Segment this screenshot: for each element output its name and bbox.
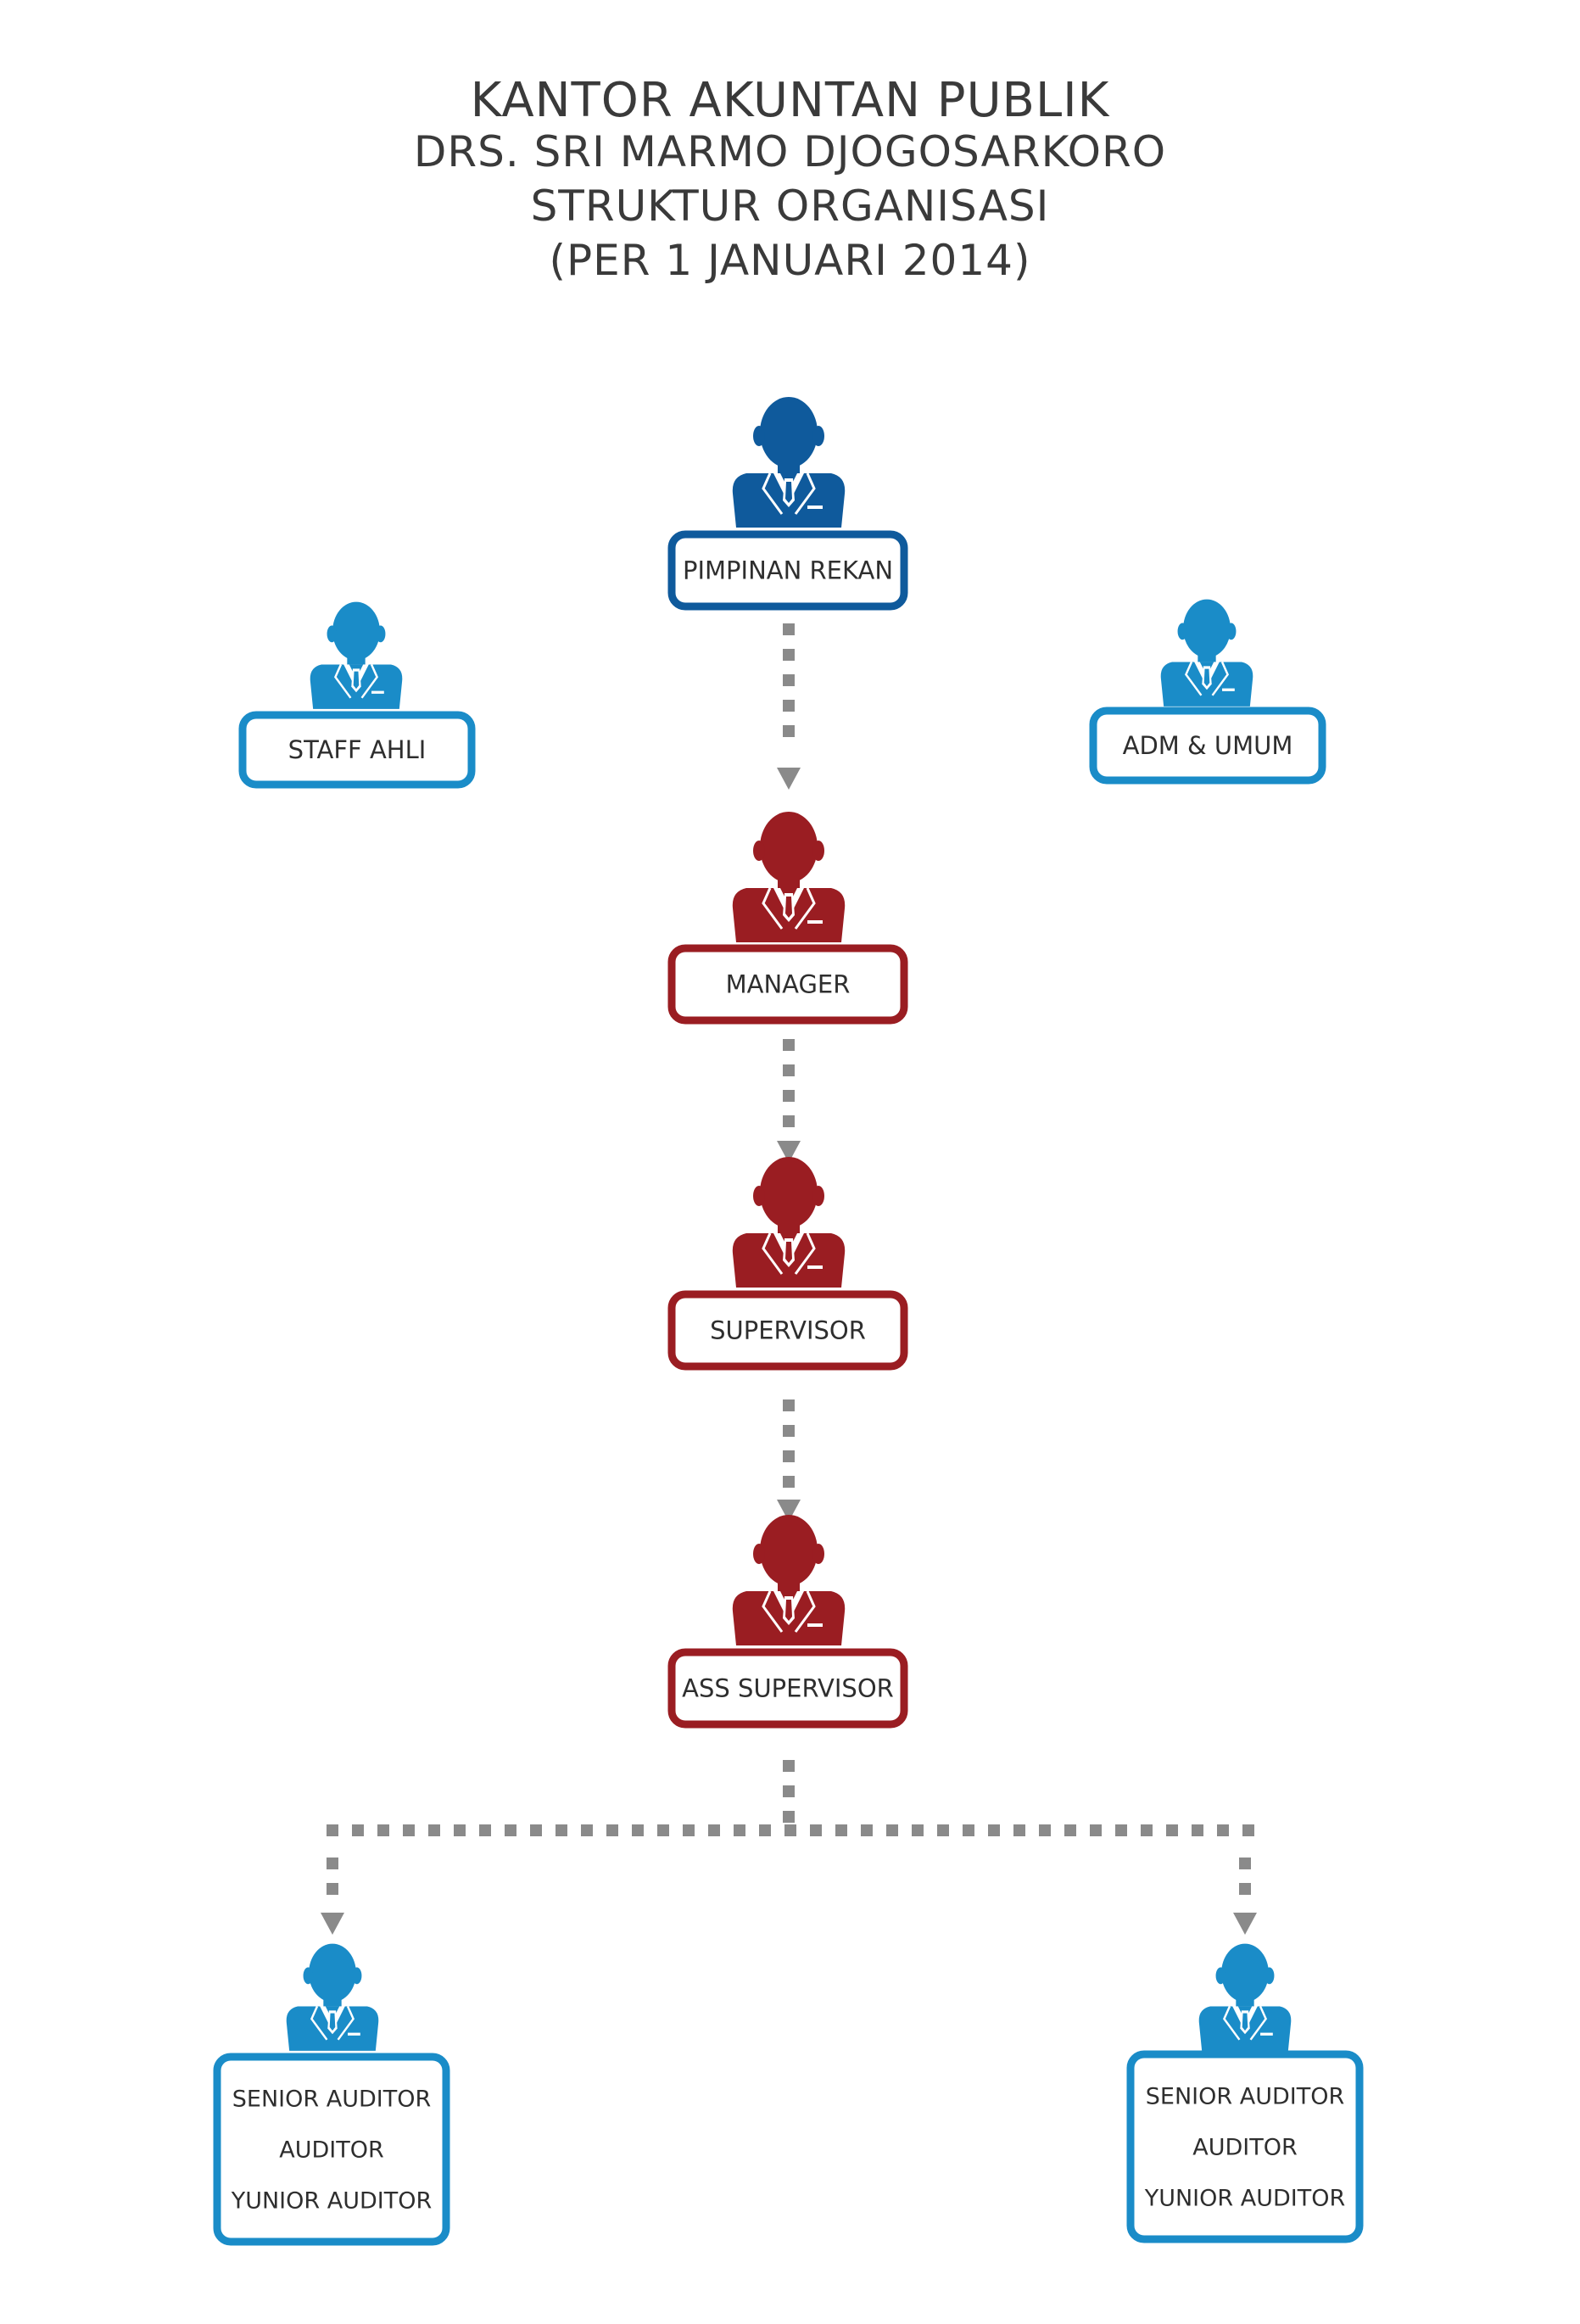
ass-supervisor-person-icon <box>732 1515 846 1645</box>
team-left-box: SENIOR AUDITOR AUDITOR YUNIOR AUDITOR <box>213 2053 450 2246</box>
pimpinan-rekan-person-icon <box>732 397 846 528</box>
arrow-to-team-right <box>1233 1913 1257 1935</box>
team-right-box-border <box>1126 2050 1364 2243</box>
team-right-box: SENIOR AUDITOR AUDITOR YUNIOR AUDITOR <box>1126 2050 1364 2243</box>
ass-supervisor-box-label: ASS SUPERVISOR <box>682 1674 894 1703</box>
team-left-box-label-1: SENIOR AUDITOR <box>232 2086 431 2112</box>
team-right-person-icon <box>1198 1943 1292 2051</box>
staff-ahli-box-border <box>238 711 476 789</box>
arrow-to-ass-supervisor <box>777 1500 801 1522</box>
manager-box-label: MANAGER <box>726 970 851 999</box>
connector-bus-left <box>327 1858 338 1895</box>
chart-date: (PER 1 JANUARI 2014) <box>549 236 1031 285</box>
staff-ahli-box-label: STAFF AHLI <box>288 735 427 764</box>
connector-pimpinan-manager <box>783 623 795 737</box>
pimpinan-rekan-box-label: PIMPINAN REKAN <box>683 556 893 585</box>
team-right-box-label-2: AUDITOR <box>1192 2134 1298 2160</box>
team-left-box-border <box>213 2053 450 2246</box>
connector-manager-supervisor <box>783 1039 795 1127</box>
staff-ahli-person-icon <box>310 601 403 709</box>
supervisor-person-icon <box>732 1157 846 1288</box>
staff-ahli-box: STAFF AHLI <box>238 711 476 789</box>
connectors <box>321 623 1257 1935</box>
pimpinan-rekan-box: PIMPINAN REKAN <box>667 530 908 611</box>
arrow-to-team-left <box>321 1913 344 1935</box>
adm-umum-box-border <box>1089 707 1326 785</box>
team-right-box-label-1: SENIOR AUDITOR <box>1146 2083 1344 2109</box>
manager-box: MANAGER <box>667 944 908 1025</box>
manager-box-border <box>667 944 908 1025</box>
connector-supervisor-asssupervisor <box>783 1399 795 1488</box>
connector-asssupervisor-bus <box>783 1760 795 1823</box>
team-left-box-label-2: AUDITOR <box>279 2137 384 2163</box>
adm-umum-box: ADM & UMUM <box>1089 707 1326 785</box>
pimpinan-rekan-box-border <box>667 530 908 611</box>
team-left-person-icon <box>286 1943 379 2051</box>
adm-umum-box-label: ADM & UMUM <box>1123 731 1293 760</box>
org-name: DRS. SRI MARMO DJOGOSARKORO <box>413 127 1167 176</box>
ass-supervisor-box-border <box>667 1648 908 1729</box>
supervisor-box-border <box>667 1290 908 1371</box>
team-right-box-label-3: YUNIOR AUDITOR <box>1144 2185 1346 2211</box>
supervisor-box-label: SUPERVISOR <box>710 1316 866 1345</box>
connector-horizontal-bus <box>327 1824 1254 1836</box>
org-title: KANTOR AKUNTAN PUBLIK <box>470 73 1110 128</box>
ass-supervisor-box: ASS SUPERVISOR <box>667 1648 908 1729</box>
chart-subtitle: STRUKTUR ORGANISASI <box>530 182 1050 231</box>
adm-umum-person-icon <box>1160 599 1253 707</box>
team-left-box-label-3: YUNIOR AUDITOR <box>231 2187 433 2214</box>
connector-bus-right <box>1239 1858 1251 1895</box>
arrow-to-supervisor <box>777 1141 801 1163</box>
arrow-to-manager <box>777 768 801 790</box>
supervisor-box: SUPERVISOR <box>667 1290 908 1371</box>
manager-person-icon <box>732 812 846 942</box>
